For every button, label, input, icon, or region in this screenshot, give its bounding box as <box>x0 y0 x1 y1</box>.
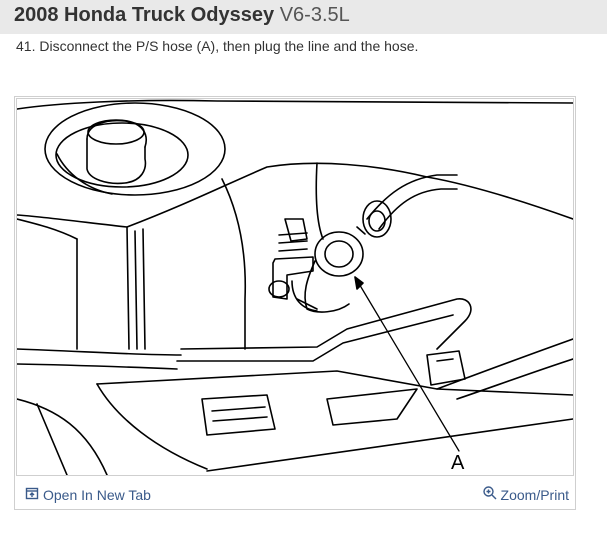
engine-label: V6-3.5L <box>279 4 350 26</box>
open-in-new-tab-icon <box>25 486 39 503</box>
open-in-new-tab-link[interactable]: Open In New Tab <box>25 486 151 503</box>
zoom-print-link[interactable]: Zoom/Print <box>482 486 569 503</box>
callout-label-a: A <box>451 452 465 473</box>
step-instruction: 41. Disconnect the P/S hose (A), then pl… <box>16 38 419 54</box>
vehicle-title: 2008 Honda Truck Odyssey <box>14 4 275 26</box>
figure-panel: A Open In New Tab Zoom/Print <box>14 96 576 510</box>
zoom-icon <box>482 486 497 503</box>
zoom-print-label: Zoom/Print <box>500 486 569 503</box>
open-in-new-tab-label: Open In New Tab <box>43 486 151 503</box>
ps-hose-diagram[interactable]: A <box>16 98 574 476</box>
page-header: 2008 Honda Truck Odyssey V6-3.5L <box>0 0 607 34</box>
page-title: 2008 Honda Truck Odyssey V6-3.5L <box>14 4 350 27</box>
